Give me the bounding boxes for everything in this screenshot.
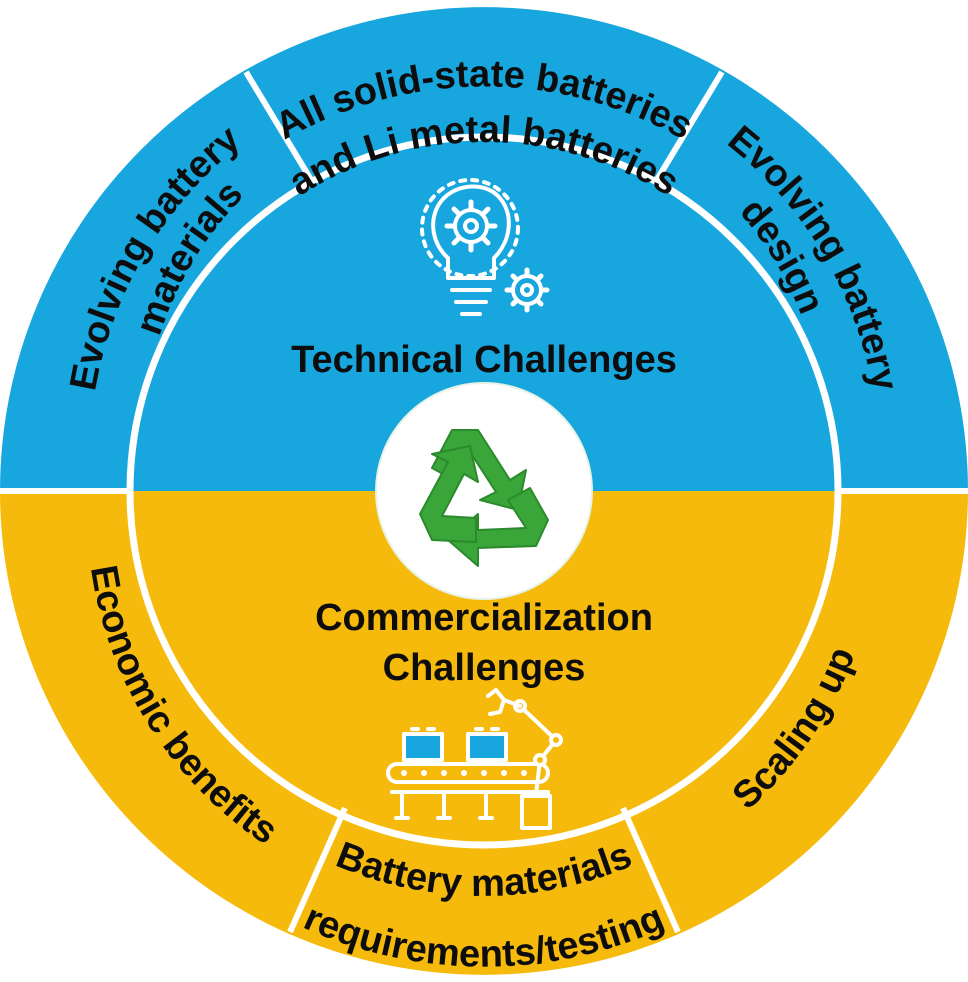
battery-icon-right — [466, 727, 508, 762]
commercialization-title-line1: Commercialization — [315, 597, 653, 639]
battery-icon-left — [402, 727, 444, 762]
technical-half-disc — [132, 139, 836, 491]
outer-ring-bottom-half — [0, 491, 968, 975]
commercialization-title-line2: Challenges — [383, 647, 586, 689]
factory-conveyor-robot-arm-icon — [386, 688, 563, 830]
lightbulb-gears-icon — [420, 178, 550, 316]
commercial-half-disc — [132, 491, 836, 843]
technical-challenges-title: Technical Challenges — [291, 339, 677, 381]
recycle-icon — [375, 382, 593, 600]
outer-ring-top-half — [0, 7, 968, 491]
segment-dividers — [0, 70, 968, 934]
